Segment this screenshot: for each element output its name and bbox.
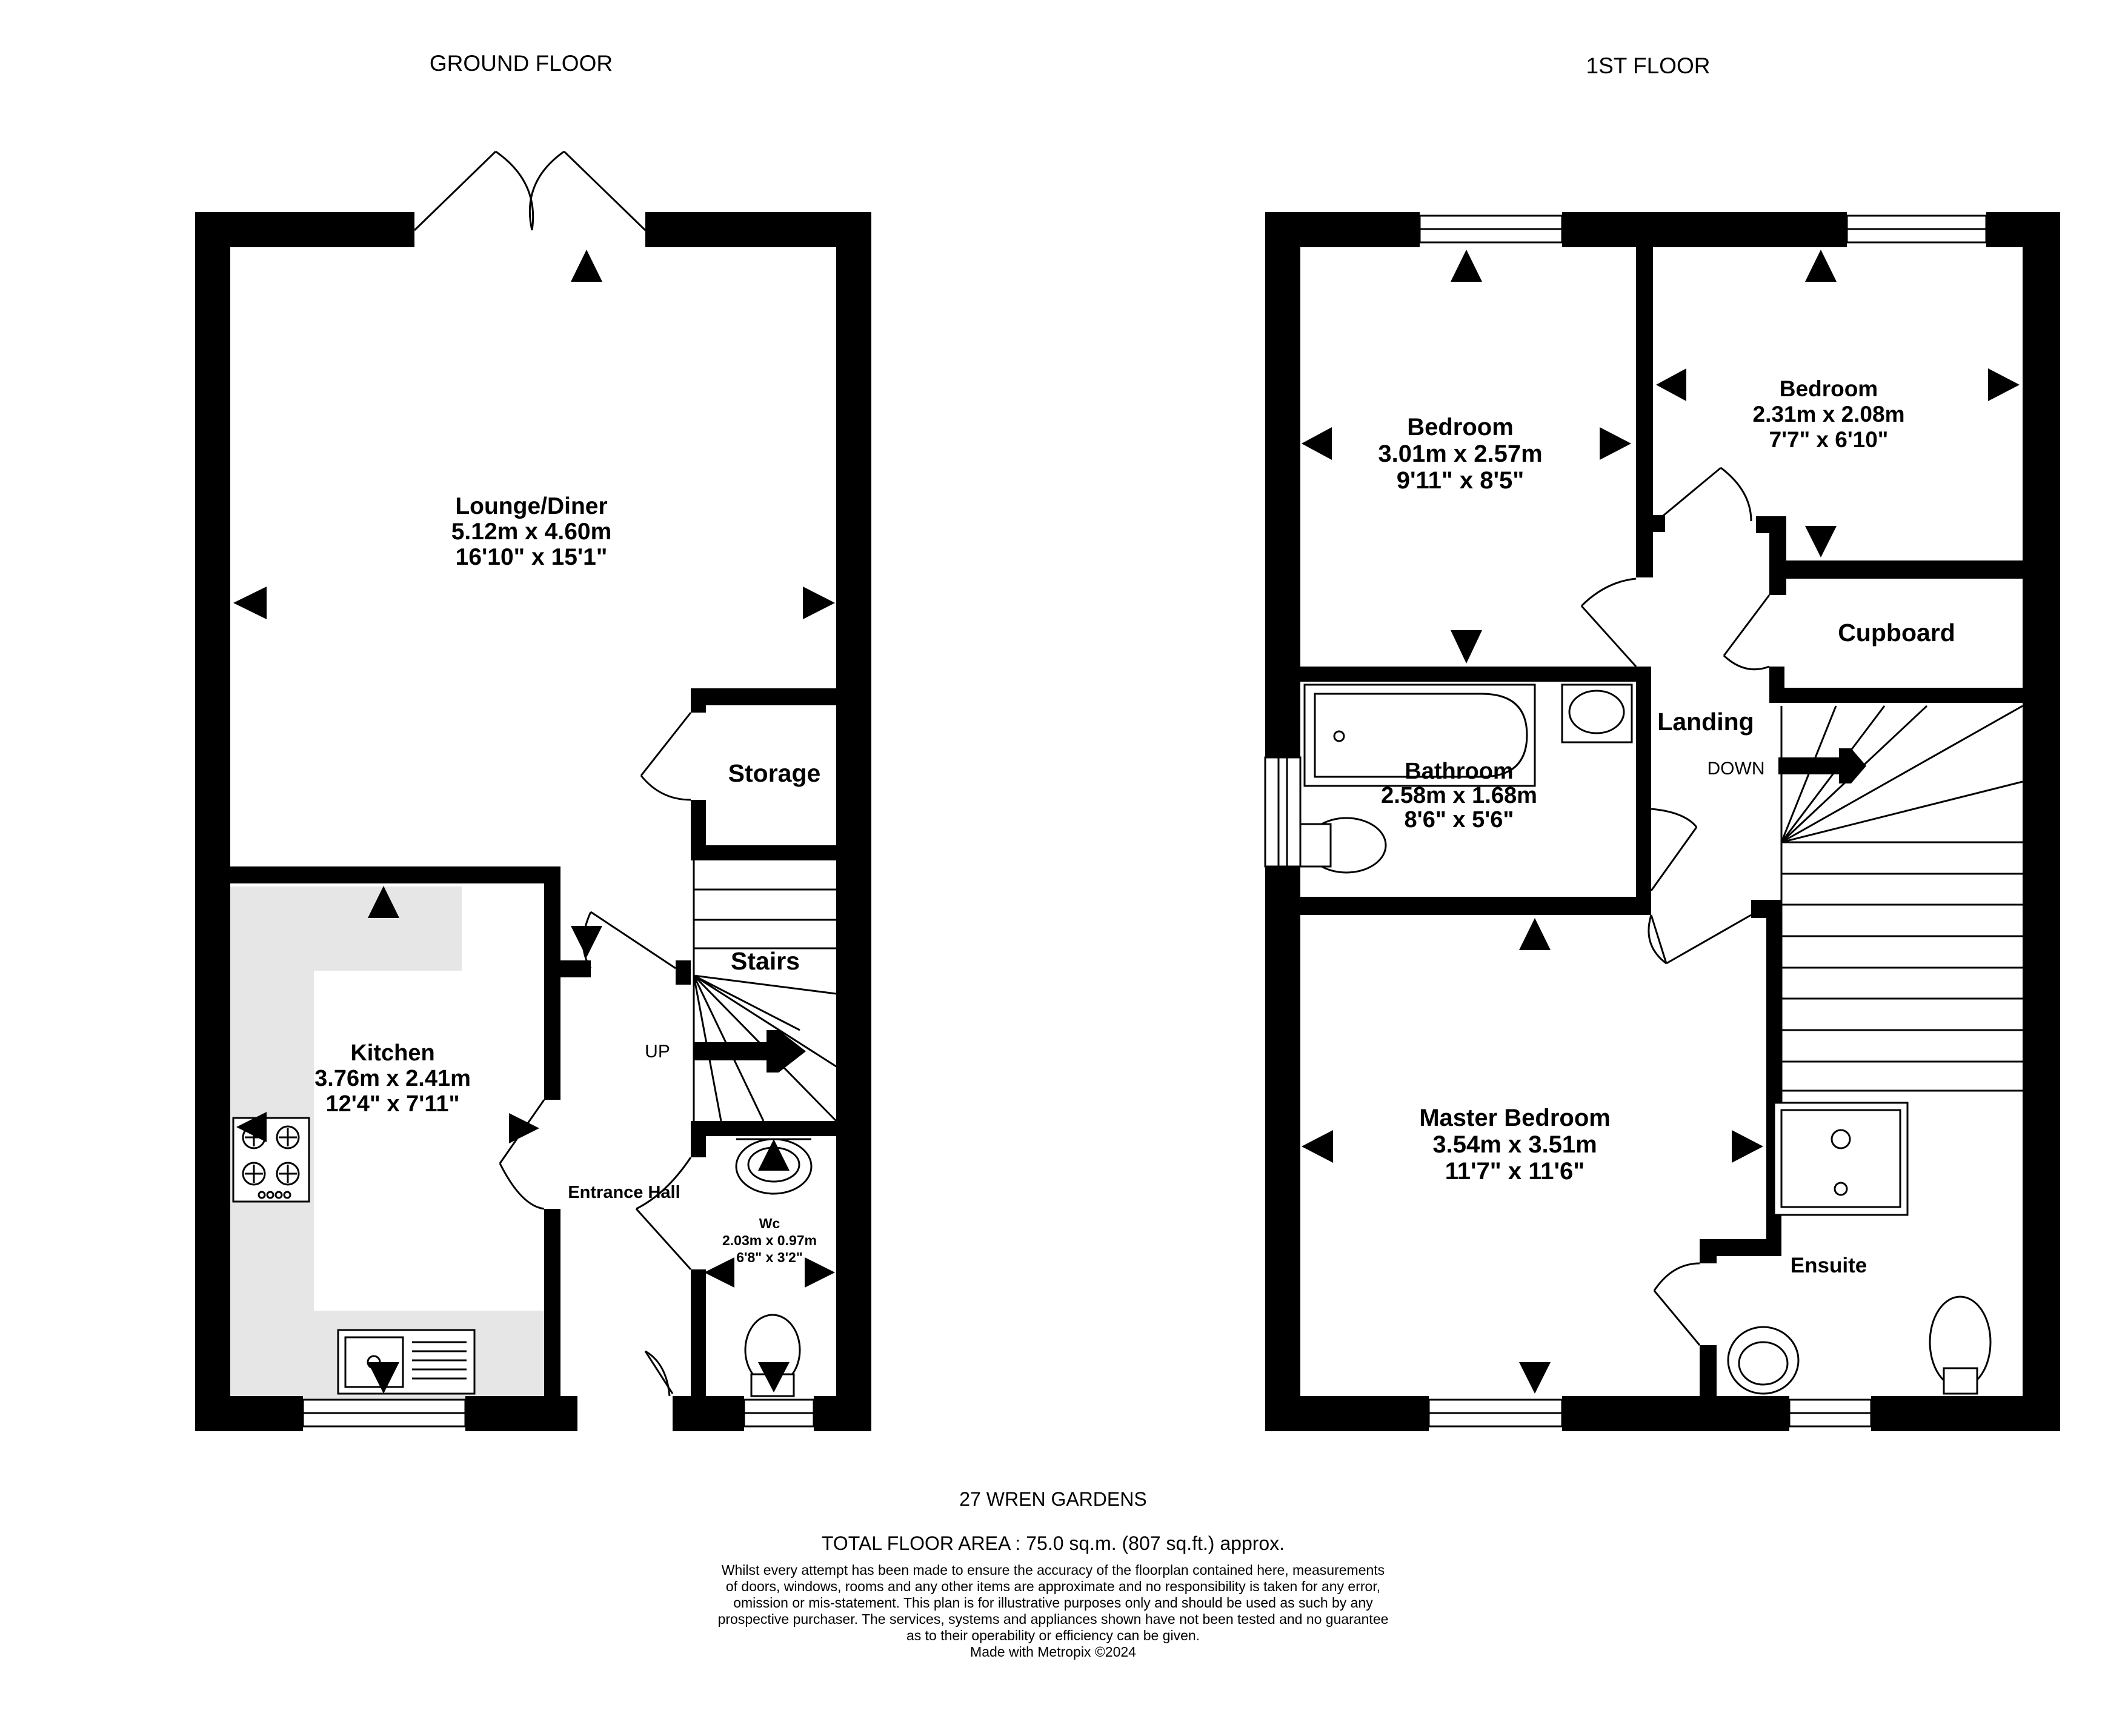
disclaimer-line: as to their operability or efficiency ca… (906, 1628, 1200, 1643)
wc-metric: 2.03m x 0.97m (722, 1232, 817, 1248)
stairs-direction: UP (645, 1042, 670, 1062)
lounge-imperial: 16'10" x 15'1" (456, 544, 608, 570)
first-floor-doors (1580, 467, 1771, 1346)
kitchen-metric: 3.76m x 2.41m (314, 1066, 471, 1091)
ground-floor-walls (195, 212, 871, 1431)
master-name: Master Bedroom (1419, 1105, 1611, 1131)
kitchen-imperial: 12'4" x 7'11" (325, 1091, 459, 1117)
lounge-metric: 5.12m x 4.60m (451, 519, 612, 545)
kitchen-name: Kitchen (350, 1040, 434, 1066)
bedroom2-imperial: 7'7" x 6'10" (1769, 427, 1889, 452)
bathroom-metric: 2.58m x 1.68m (1381, 783, 1537, 808)
first-floor-arrows (1302, 250, 2020, 1394)
lounge-name: Lounge/Diner (455, 493, 607, 519)
labels: GROUND FLOOR 1ST FLOOR Lounge/Diner 5.12… (314, 51, 1955, 1660)
wc-name: Wc (759, 1216, 780, 1231)
landing-direction: DOWN (1708, 759, 1765, 779)
disclaimer-line: omission or mis-statement. This plan is … (733, 1595, 1373, 1611)
ensuite-name: Ensuite (1791, 1254, 1867, 1277)
ground-floor-title: GROUND FLOOR (430, 51, 613, 76)
first-floor-title: 1ST FLOOR (1586, 53, 1711, 78)
ground-floor-arrows (233, 250, 835, 1394)
bedroom2-name: Bedroom (1780, 376, 1878, 401)
disclaimer-line: prospective purchaser. The services, sys… (718, 1611, 1389, 1627)
ground-floor-stairs (693, 858, 837, 1122)
shower-icon (1773, 1102, 1909, 1216)
bathroom-toilet-icon (1299, 817, 1387, 874)
ground-floor-windows (302, 1398, 815, 1428)
french-doors (413, 150, 647, 231)
hall-name: Entrance Hall (568, 1183, 680, 1202)
address: 27 WREN GARDENS (959, 1488, 1146, 1510)
metropix-credit: Made with Metropix ©2024 (970, 1644, 1136, 1660)
bath-icon (1303, 683, 1536, 787)
bedroom1-metric: 3.01m x 2.57m (1378, 441, 1542, 467)
wc-imperial: 6'8" x 3'2" (736, 1249, 803, 1265)
first-floor-windows (1418, 215, 1987, 1428)
storage-door (640, 712, 692, 801)
cupboard-name: Cupboard (1838, 619, 1955, 647)
master-metric: 3.54m x 3.51m (1432, 1131, 1597, 1158)
master-imperial: 11'7" x 11'6" (1445, 1158, 1585, 1185)
storage-name: Storage (728, 759, 821, 787)
bedroom1-name: Bedroom (1407, 414, 1514, 441)
ensuite-basin-icon (1727, 1326, 1800, 1395)
first-floor-stairs (1778, 705, 2023, 1118)
total-floor-area: TOTAL FLOOR AREA : 75.0 sq.m. (807 sq.ft… (822, 1532, 1285, 1554)
kitchen-worktop (230, 886, 545, 1400)
first-floor (1264, 212, 2060, 1431)
bathroom-basin-icon (1561, 683, 1633, 743)
ensuite-toilet-icon (1929, 1295, 1992, 1395)
disclaimer-line: Whilst every attempt has been made to en… (722, 1562, 1385, 1578)
bathroom-name: Bathroom (1405, 759, 1513, 784)
ground-floor (195, 150, 871, 1431)
first-floor-walls (1265, 212, 2060, 1431)
bathroom-window (1264, 756, 1302, 868)
stairs-name: Stairs (731, 947, 800, 975)
bedroom1-imperial: 9'11" x 8'5" (1397, 467, 1524, 494)
kitchen-sink-icon (337, 1329, 476, 1395)
bathroom-imperial: 8'6" x 5'6" (1405, 807, 1514, 833)
disclaimer-line: of doors, windows, rooms and any other i… (726, 1578, 1380, 1594)
bedroom2-metric: 2.31m x 2.08m (1753, 402, 1905, 427)
landing-name: Landing (1657, 708, 1754, 736)
